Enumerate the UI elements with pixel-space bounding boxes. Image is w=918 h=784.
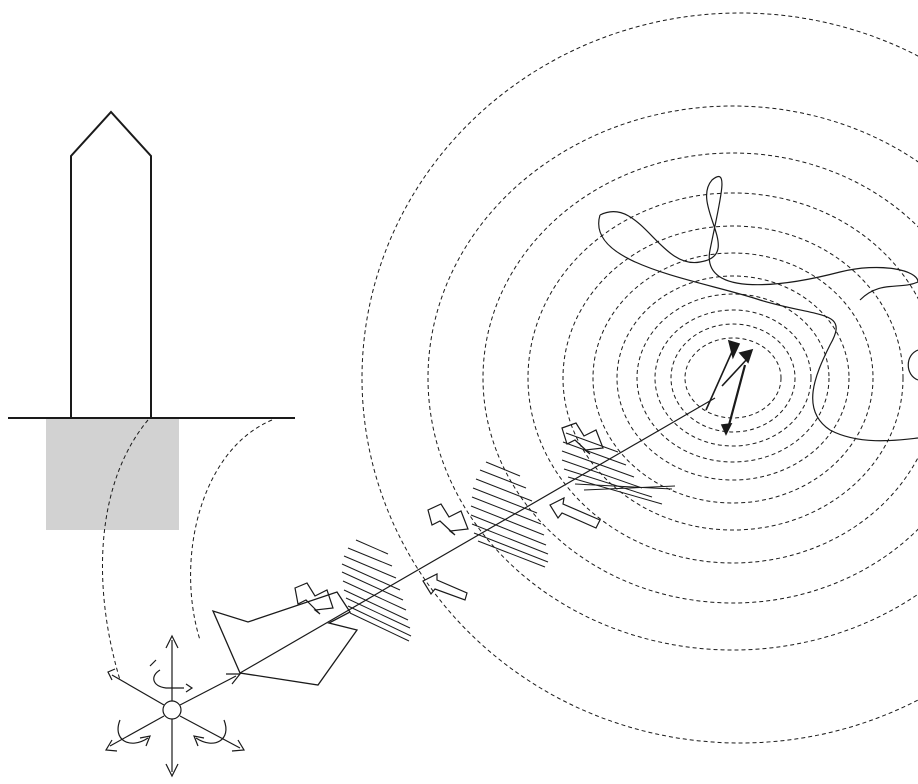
wave-hatch-band (341, 539, 412, 642)
wave-ray (239, 397, 716, 674)
wave-hatch-band (470, 461, 549, 568)
fault-trace (598, 175, 918, 442)
seismic-wavefronts (102, 12, 918, 744)
fault-rupture-icon (705, 339, 754, 436)
wave-hatch-band (561, 432, 676, 505)
compression-arrows (294, 422, 604, 615)
incoming-wave-arrow (211, 591, 359, 686)
ground-motion-icon (104, 634, 246, 778)
building-outline (70, 110, 152, 418)
foundation-block (46, 418, 179, 530)
